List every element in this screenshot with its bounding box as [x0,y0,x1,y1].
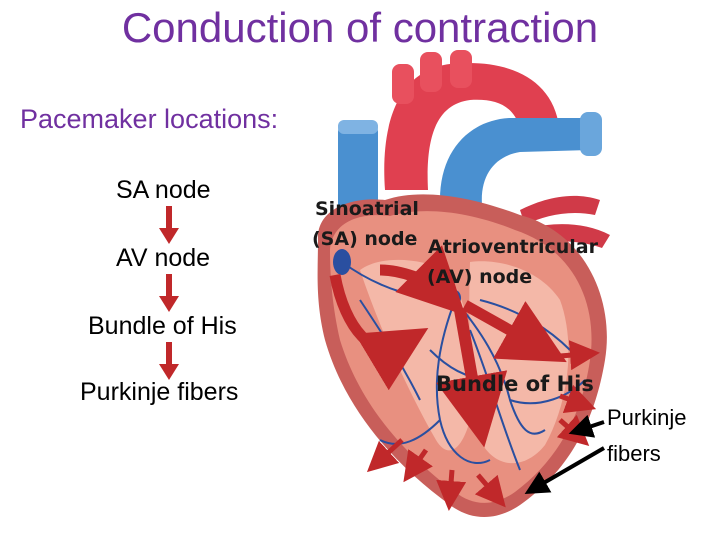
purkinje-label-2: fibers [607,441,661,466]
down-arrow-icon [159,206,179,244]
aorta [384,50,560,191]
av-node-label-2: (AV) node [427,266,532,288]
arrow-bundle-right [462,300,567,363]
curved-arrow-left [329,273,429,391]
down-arrow-icon [159,274,179,312]
av-node [449,290,461,306]
step-av-node: AV node [116,244,211,272]
purkinje-label-1: Purkinje [607,405,686,430]
subtitle: Pacemaker locations: [20,104,279,134]
arrow-sa-to-av [379,245,466,316]
sa-node-label-1: Sinoatrial [315,198,419,220]
bundle-of-his-label: Bundle of His [436,372,594,396]
sa-node-label-2: (SA) node [312,228,417,250]
step-sa-node: SA node [116,176,211,204]
down-arrow-icon [159,342,179,380]
av-node-label-1: Atrioventricular [428,236,599,258]
step-purkinje-fibers: Purkinje fibers [80,378,239,406]
pointer-arrow-purkinje-2 [524,446,606,495]
pointer-arrow-purkinje [568,414,605,438]
page-title: Conduction of contraction [121,4,599,51]
pulmonary-trunk [440,112,602,205]
sa-node [333,249,351,275]
step-bundle-of-his: Bundle of His [88,312,237,340]
arrow-bundle-down [436,308,508,448]
